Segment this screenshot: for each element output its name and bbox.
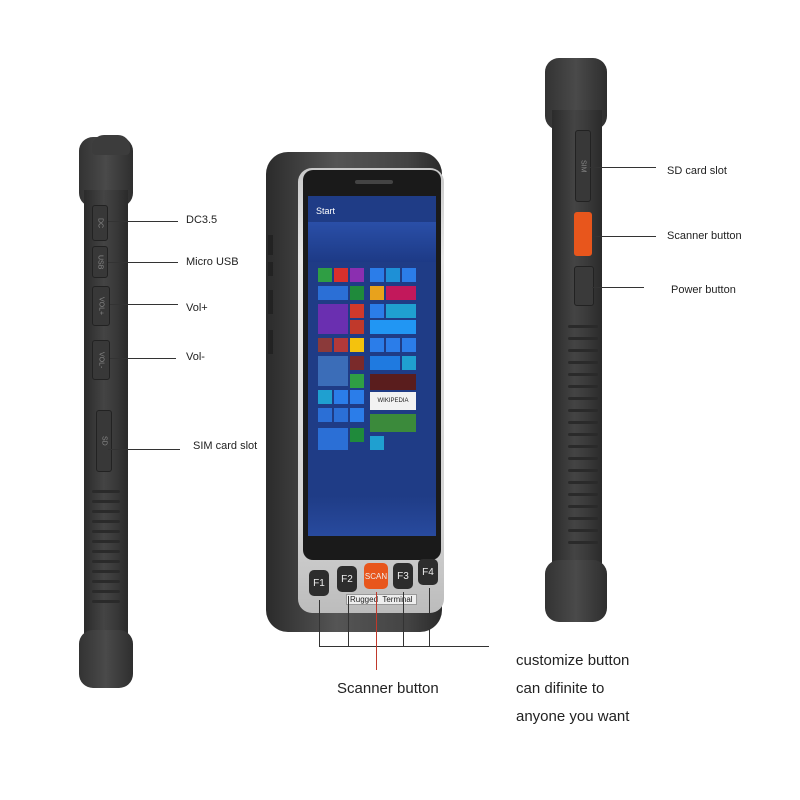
- leader-power: [592, 287, 644, 288]
- tile: [402, 268, 416, 282]
- tile: [386, 338, 400, 352]
- sd-slot: SD: [96, 410, 112, 472]
- tile: [318, 356, 348, 386]
- leader-vol-plus: [110, 304, 178, 305]
- tile: [334, 268, 348, 282]
- tile: [334, 408, 348, 422]
- leader-f4: [429, 588, 430, 646]
- front-side-button: [268, 235, 273, 255]
- left-device-top-cap: [92, 135, 130, 155]
- tile: [370, 320, 416, 334]
- tile: [370, 304, 384, 318]
- front-side-button: [268, 330, 273, 354]
- tile: [370, 436, 384, 450]
- scanner-button-caption: Scanner button: [337, 680, 439, 697]
- label-micro-usb: Micro USB: [186, 256, 239, 268]
- tablet-screen: Start WIKIPEDIA: [308, 196, 436, 536]
- tile: [386, 304, 416, 318]
- front-side-button: [268, 290, 273, 314]
- tile: [370, 356, 400, 370]
- tile: [350, 338, 364, 352]
- tile: [318, 390, 332, 404]
- leader-f3: [403, 592, 404, 646]
- tile: [334, 390, 348, 404]
- tile: [350, 268, 364, 282]
- label-vol-plus: Vol+: [186, 302, 208, 314]
- label-power-button: Power button: [671, 284, 736, 296]
- right-device-bottom-bumper: [545, 560, 607, 622]
- tile: [334, 338, 348, 352]
- f1-key[interactable]: F1: [309, 570, 329, 596]
- tile: [318, 304, 348, 334]
- screen-landscape: [308, 222, 436, 262]
- leader-vol-minus: [110, 358, 176, 359]
- tile: [350, 408, 364, 422]
- tile: [350, 374, 364, 388]
- tile: [370, 286, 384, 300]
- tile: [318, 428, 348, 450]
- scanner-side-button: [574, 212, 592, 256]
- tile: [370, 414, 416, 432]
- tile: [386, 268, 400, 282]
- wikipedia-tile: WIKIPEDIA: [370, 392, 416, 410]
- tile: [370, 338, 384, 352]
- label-dc: DC3.5: [186, 214, 218, 226]
- tile: [350, 286, 364, 300]
- screen-title: Start: [316, 206, 336, 216]
- leader-dc: [108, 221, 178, 222]
- leader-f1: [319, 600, 320, 646]
- label-sim-card-slot: SIM card slot: [193, 440, 258, 452]
- tile: [318, 338, 332, 352]
- leader-f2: [348, 596, 349, 646]
- label-scanner-button: Scanner button: [667, 230, 742, 242]
- vol-minus-button: VOL-: [92, 340, 110, 380]
- leader-scan: [376, 592, 377, 670]
- leader-sd: [590, 167, 656, 168]
- tile: [350, 304, 364, 318]
- customize-caption-line3: anyone you want: [516, 708, 630, 725]
- f3-key[interactable]: F3: [393, 563, 413, 589]
- leader-sim: [108, 449, 180, 450]
- tile: [370, 374, 416, 390]
- sim-slot: SIM: [575, 130, 591, 202]
- tile: [318, 286, 348, 300]
- customize-caption-line1: customize button: [516, 652, 630, 669]
- vol-plus-button: VOL+: [92, 286, 110, 326]
- tile: [350, 428, 364, 442]
- leader-usb: [108, 262, 178, 263]
- screen-landscape-bottom: [308, 496, 436, 536]
- earpiece: [355, 180, 393, 184]
- left-device-bottom-bumper: [79, 630, 133, 688]
- tile: [370, 268, 384, 282]
- usb-port: USB: [92, 246, 108, 278]
- front-side-button: [268, 262, 273, 276]
- label-sd-card-slot: SD card slot: [667, 165, 727, 177]
- leader-scanner: [592, 236, 656, 237]
- scan-key[interactable]: SCAN: [364, 563, 388, 589]
- tile: [386, 286, 416, 300]
- label-vol-minus: Vol-: [186, 351, 205, 363]
- tile: [402, 356, 416, 370]
- f4-key[interactable]: F4: [418, 559, 438, 585]
- leader-customize: [319, 646, 489, 647]
- tile: [318, 268, 332, 282]
- tile: [318, 408, 332, 422]
- dc-port: DC: [92, 205, 108, 241]
- tile: [402, 338, 416, 352]
- brand-label: Rugged Terminal: [346, 594, 417, 605]
- tile: [350, 320, 364, 334]
- f2-key[interactable]: F2: [337, 566, 357, 592]
- power-button: [574, 266, 594, 306]
- tile: [350, 356, 364, 370]
- tile: [350, 390, 364, 404]
- customize-caption-line2: can difinite to: [516, 680, 605, 697]
